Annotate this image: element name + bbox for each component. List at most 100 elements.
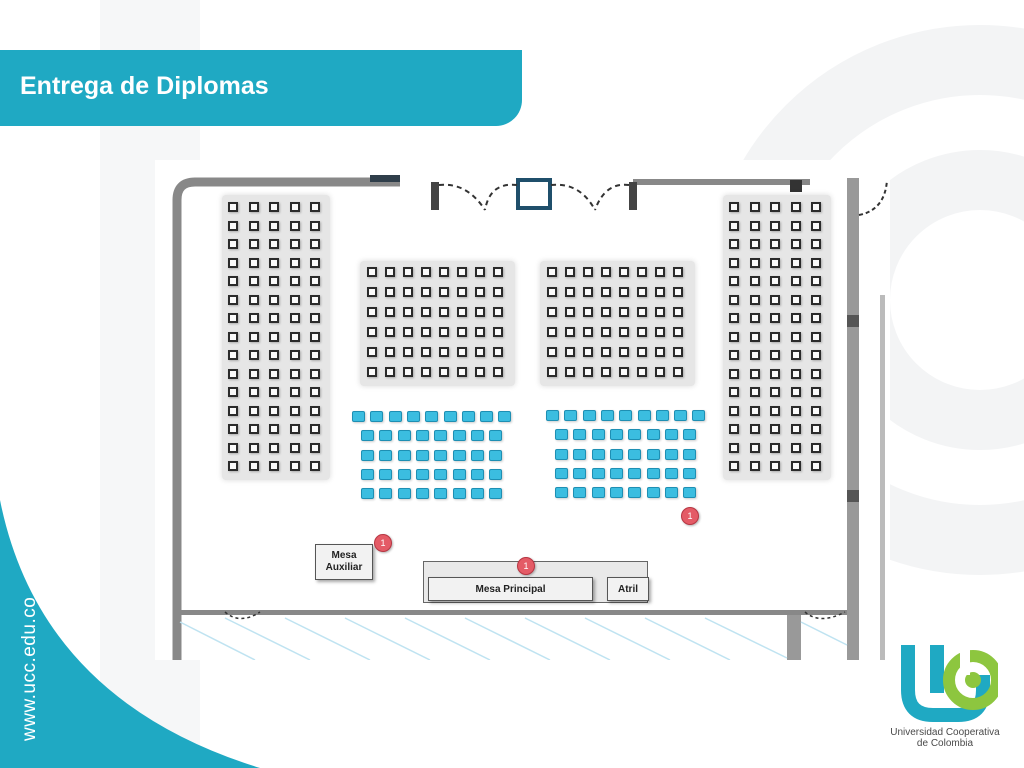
audience-seat	[269, 239, 279, 249]
audience-seat	[439, 307, 449, 317]
audience-seat	[749, 461, 760, 471]
audience-seat	[565, 327, 575, 337]
audience-seat	[421, 367, 431, 377]
audience-seat	[811, 405, 821, 416]
audience-seat	[729, 405, 739, 416]
brand-name-line2: de Colombia	[916, 738, 974, 749]
audience-seat	[310, 331, 320, 342]
audience-seat	[811, 220, 821, 231]
graduate-seat	[434, 449, 448, 461]
graduate-seat	[591, 487, 605, 499]
graduate-seat	[416, 430, 430, 442]
audience-seat	[228, 313, 238, 323]
audience-seat	[673, 327, 683, 337]
audience-seat	[637, 307, 647, 317]
audience-seat	[310, 368, 320, 379]
audience-seat	[583, 267, 593, 277]
graduate-seat	[664, 487, 678, 499]
audience-seat	[749, 424, 760, 434]
audience-seat	[289, 294, 300, 305]
audience-seat	[790, 313, 801, 323]
audience-seat	[457, 367, 467, 377]
graduate-seat	[361, 468, 375, 480]
audience-seat	[601, 307, 611, 317]
audience-seat	[565, 367, 575, 377]
audience-seat	[310, 239, 320, 249]
audience-seat	[310, 350, 320, 360]
audience-seat	[601, 267, 611, 277]
audience-seat	[729, 276, 739, 286]
audience-seat	[269, 331, 279, 342]
audience-seat	[385, 347, 395, 357]
graduate-seat	[416, 449, 430, 461]
audience-seat	[289, 387, 300, 397]
audience-seat	[367, 267, 377, 277]
audience-seat	[248, 202, 259, 212]
audience-seat	[770, 220, 780, 231]
audience-seat	[811, 461, 821, 471]
audience-seat	[310, 257, 320, 268]
audience-seat	[673, 307, 683, 317]
graduate-seat	[434, 488, 448, 500]
graduate-seat	[619, 410, 633, 421]
audience-seat	[289, 405, 300, 416]
audience-seat	[228, 442, 238, 453]
audience-seat	[310, 461, 320, 471]
audience-seat	[749, 202, 760, 212]
graduate-seat	[379, 488, 393, 500]
audience-seat	[770, 331, 780, 342]
audience-seat	[269, 461, 279, 471]
audience-seat	[811, 313, 821, 323]
graduate-seat	[379, 430, 393, 442]
ucc-logo	[901, 645, 998, 722]
audience-seat	[403, 267, 413, 277]
graduate-seat	[397, 430, 411, 442]
audience-seat	[749, 368, 760, 379]
graduate-seat	[388, 411, 402, 422]
graduate-seat	[683, 467, 697, 479]
audience-seat	[367, 347, 377, 357]
audience-seat	[493, 327, 503, 337]
audience-seat	[811, 294, 821, 305]
audience-seat	[310, 220, 320, 231]
graduate-seat	[489, 468, 503, 480]
audience-seat	[749, 387, 760, 397]
graduate-seat	[546, 410, 559, 421]
audience-seat	[770, 202, 780, 212]
audience-seat	[248, 257, 259, 268]
audience-seat	[811, 368, 821, 379]
audience-seat	[310, 387, 320, 397]
audience-seat	[228, 220, 238, 231]
graduate-seat	[379, 449, 393, 461]
audience-seat	[367, 307, 377, 317]
audience-seat	[475, 287, 485, 297]
audience-seat	[310, 424, 320, 434]
audience-seat	[565, 267, 575, 277]
main-table-label: Mesa Principal	[475, 583, 546, 595]
brand-name-line1: Universidad Cooperativa	[890, 727, 1000, 738]
audience-seat	[637, 367, 647, 377]
audience-seat	[289, 331, 300, 342]
audience-seat	[493, 287, 503, 297]
seating-block-center-right-bg	[540, 261, 695, 386]
audience-seat	[729, 350, 739, 360]
audience-seat	[248, 239, 259, 249]
audience-seat	[269, 220, 279, 231]
title-bar	[0, 50, 522, 126]
audience-seat	[673, 347, 683, 357]
audience-seat	[439, 327, 449, 337]
audience-seat	[248, 442, 259, 453]
audience-seat	[248, 276, 259, 286]
audience-seat	[403, 367, 413, 377]
audience-seat	[421, 287, 431, 297]
audience-seat	[439, 287, 449, 297]
audience-seat	[269, 313, 279, 323]
audience-seat	[385, 267, 395, 277]
audience-seat	[619, 347, 629, 357]
audience-seat	[269, 387, 279, 397]
audience-seat	[770, 461, 780, 471]
audience-seat	[655, 287, 665, 297]
graduate-seat	[434, 430, 448, 442]
audience-seat	[749, 405, 760, 416]
audience-seat	[619, 267, 629, 277]
